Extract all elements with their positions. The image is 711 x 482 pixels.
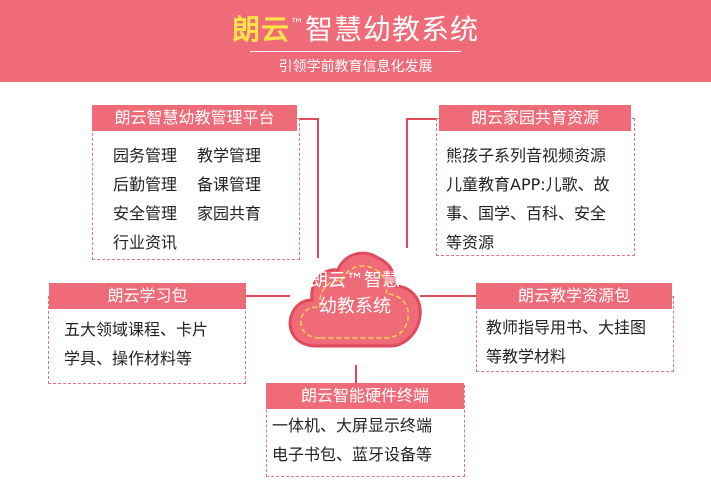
center-title: 朗云™智慧 幼教系统 — [282, 268, 428, 320]
header-banner: 朗云™智慧幼教系统 引领学前教育信息化发展 — [0, 0, 711, 82]
home-resources-line: 等资源 — [446, 233, 495, 252]
brand-name: 朗云 — [231, 13, 290, 46]
hardware-line: 一体机、大屏显示终端 — [272, 416, 433, 435]
platform-row: 行业资讯 — [113, 228, 293, 257]
title-rest: 智慧幼教系统 — [305, 13, 480, 46]
center-title-line: 朗云™智慧 — [310, 270, 400, 291]
teaching-pack-body: 教师指导用书、大挂图 等教学材料 — [486, 313, 670, 371]
platform-item: 安全管理 — [113, 204, 178, 223]
teaching-pack-line: 等教学材料 — [486, 347, 567, 366]
home-resources-body: 熊孩子系列音视频资源 儿童教育APP:儿歌、故 事、国学、百科、安全 等资源 — [446, 141, 631, 257]
platform-item: 备课管理 — [197, 175, 262, 194]
platform-item: 后勤管理 — [113, 175, 178, 194]
connector-learning — [246, 295, 290, 297]
connector-home-v — [406, 118, 408, 248]
connector-home-h — [406, 118, 436, 120]
platform-item: 园务管理 — [113, 146, 178, 165]
platform-row: 园务管理教学管理 — [113, 141, 293, 170]
home-resources-line: 儿童教育APP:儿歌、故 — [446, 175, 610, 194]
connector-teaching — [420, 295, 476, 297]
learning-pack-title: 朗云学习包 — [49, 283, 246, 309]
teaching-pack-title: 朗云教学资源包 — [476, 283, 672, 309]
learning-pack-line: 五大领域课程、卡片 — [64, 320, 209, 339]
platform-row: 安全管理家园共育 — [113, 199, 293, 228]
connector-platform-h — [298, 118, 318, 120]
platform-row: 后勤管理备课管理 — [113, 170, 293, 199]
page-subtitle: 引领学前教育信息化发展 — [250, 51, 461, 76]
learning-pack-line: 学具、操作材料等 — [64, 349, 193, 368]
page-title: 朗云™智慧幼教系统 — [0, 8, 711, 48]
platform-box — [92, 118, 300, 260]
platform-item: 教学管理 — [197, 146, 262, 165]
home-resources-title: 朗云家园共育资源 — [439, 105, 631, 131]
learning-pack-body: 五大领域课程、卡片 学具、操作材料等 — [64, 315, 240, 373]
platform-title: 朗云智慧幼教管理平台 — [92, 105, 297, 131]
trademark-mark: ™ — [290, 16, 305, 33]
platform-item: 行业资讯 — [113, 233, 178, 252]
home-resources-line: 熊孩子系列音视频资源 — [446, 146, 607, 165]
hardware-body: 一体机、大屏显示终端 电子书包、蓝牙设备等 — [272, 411, 462, 469]
home-resources-line: 事、国学、百科、安全 — [446, 204, 607, 223]
center-cloud: 朗云™智慧 幼教系统 — [282, 238, 428, 370]
center-title-line: 幼教系统 — [319, 296, 391, 317]
platform-item: 家园共育 — [197, 204, 262, 223]
cloud-icon — [288, 251, 422, 348]
hardware-line: 电子书包、蓝牙设备等 — [272, 445, 433, 464]
connector-platform-v — [317, 118, 319, 258]
connector-hardware — [355, 365, 357, 385]
platform-body: 园务管理教学管理 后勤管理备课管理 安全管理家园共育 行业资讯 — [113, 141, 293, 257]
teaching-pack-line: 教师指导用书、大挂图 — [486, 318, 647, 337]
home-resources-box — [436, 118, 635, 256]
hardware-title: 朗云智能硬件终端 — [266, 383, 464, 409]
